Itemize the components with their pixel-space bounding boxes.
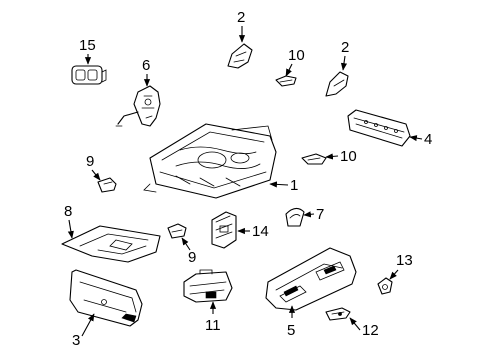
- callout-2a: 2: [237, 9, 245, 26]
- part-2-hinge-cover-right: [325, 71, 349, 97]
- leader-4: [409, 135, 423, 142]
- leader-12: [349, 317, 361, 331]
- leader-1: [269, 181, 289, 188]
- leader-8: [67, 219, 74, 239]
- part-7-knob-cover: [285, 207, 305, 227]
- leader-7: [303, 211, 315, 218]
- part-14-switch-assembly: [211, 211, 237, 249]
- callout-1: 1: [290, 177, 298, 194]
- part-8-lower-panel: [61, 225, 161, 263]
- leader-9a: [91, 169, 101, 181]
- part-5-side-trim: [265, 247, 357, 311]
- leader-3: [81, 313, 95, 337]
- callout-12: 12: [362, 322, 379, 339]
- part-10-clip-lower: [301, 153, 327, 165]
- part-9-clip-lower: [167, 223, 187, 239]
- part-15-switch-knob: [71, 65, 107, 85]
- callout-15: 15: [79, 37, 96, 54]
- callout-2b: 2: [341, 39, 349, 56]
- callout-9b: 9: [188, 249, 196, 266]
- part-12-small-knob: [325, 307, 351, 321]
- callout-14: 14: [252, 223, 269, 240]
- callout-3: 3: [72, 332, 80, 349]
- part-3-side-shield: [69, 269, 143, 327]
- part-11-motor-unit: [183, 269, 233, 303]
- part-4-seat-track: [347, 109, 411, 147]
- leader-10b: [325, 153, 339, 160]
- part-1-seat-adjuster-frame: [143, 123, 277, 199]
- callout-10b: 10: [340, 148, 357, 165]
- leader-9b: [181, 237, 191, 251]
- callout-9a: 9: [86, 153, 94, 170]
- callout-4: 4: [424, 131, 432, 148]
- leader-13: [389, 269, 399, 280]
- callout-8: 8: [64, 203, 72, 220]
- callout-7: 7: [316, 206, 324, 223]
- leader-10a: [285, 63, 293, 77]
- callout-10a: 10: [288, 47, 305, 64]
- part-2-hinge-cover-left: [227, 43, 253, 69]
- leader-2b: [340, 55, 348, 71]
- callout-6: 6: [142, 57, 150, 74]
- part-13-clip-nut: [377, 277, 393, 295]
- part-6-recliner-bracket: [115, 85, 161, 127]
- callout-13: 13: [396, 252, 413, 269]
- part-10-clip-upper: [275, 75, 297, 87]
- callout-5: 5: [287, 322, 295, 339]
- callout-11: 11: [205, 317, 221, 334]
- part-9-bracket-upper: [97, 177, 117, 193]
